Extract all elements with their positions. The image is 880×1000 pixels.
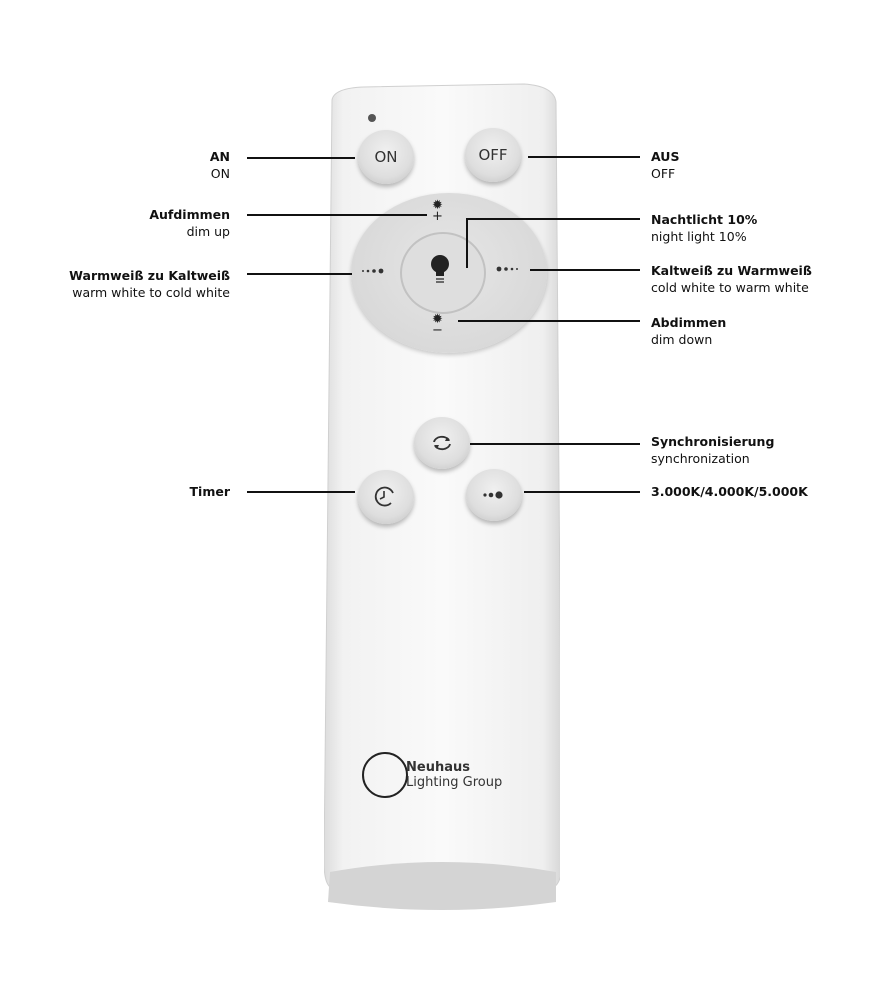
callout-timer [247,491,355,493]
callout-color-temp [524,491,640,493]
logo-ring [362,752,408,798]
timer-icon [374,486,394,507]
callout-off [528,156,640,158]
callout-sync [470,443,640,445]
label-timer: Timer [189,484,230,499]
label-color-temp: 3.000K/4.000K/5.000K [651,484,808,499]
sun-minus-icon[interactable]: ✹− [432,312,443,338]
label-night-light: Nachtlicht 10%night light 10% [651,212,758,244]
bulb-icon [431,255,449,283]
callout-dim-up [247,214,427,216]
on-button[interactable]: ON [358,130,414,184]
logo-sub: Lighting Group [406,775,503,790]
color-temp-button[interactable] [466,469,522,521]
off-button[interactable]: OFF [465,128,521,182]
timer-button[interactable] [358,470,414,524]
callout-night-light [466,218,640,220]
callout-on [247,157,355,159]
logo-text: Neuhaus Lighting Group [406,760,502,790]
callout-night-light-v [466,218,468,268]
sun-plus-icon[interactable]: ✹+ [432,198,443,224]
sync-icon [433,435,451,451]
sync-button[interactable] [414,417,470,469]
dots-cold-icon[interactable] [494,264,524,274]
logo-brand: Neuhaus [406,760,470,775]
callout-dim-down [458,320,640,322]
callout-warm-cold [247,273,352,275]
color-temp-icon [483,491,503,499]
callout-cold-warm [530,269,640,271]
dots-warm-icon[interactable] [360,266,390,276]
